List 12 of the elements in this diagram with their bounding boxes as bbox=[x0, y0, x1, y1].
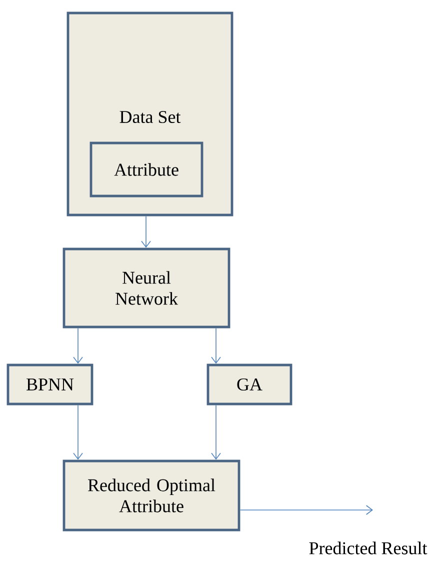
process-box: Reduced Optimal Attribute bbox=[62, 460, 240, 532]
arrow bbox=[240, 505, 373, 515]
arrow bbox=[211, 328, 221, 364]
arrow bbox=[211, 404, 221, 460]
output-label: Predicted Result bbox=[309, 542, 428, 554]
process-box: Neural Network bbox=[62, 248, 230, 328]
arrow bbox=[73, 328, 83, 364]
process-box: Attribute bbox=[90, 142, 204, 198]
arrow bbox=[73, 404, 83, 460]
process-box: GA bbox=[206, 364, 292, 406]
process-box: BPNN bbox=[6, 364, 94, 406]
arrow bbox=[141, 216, 151, 248]
